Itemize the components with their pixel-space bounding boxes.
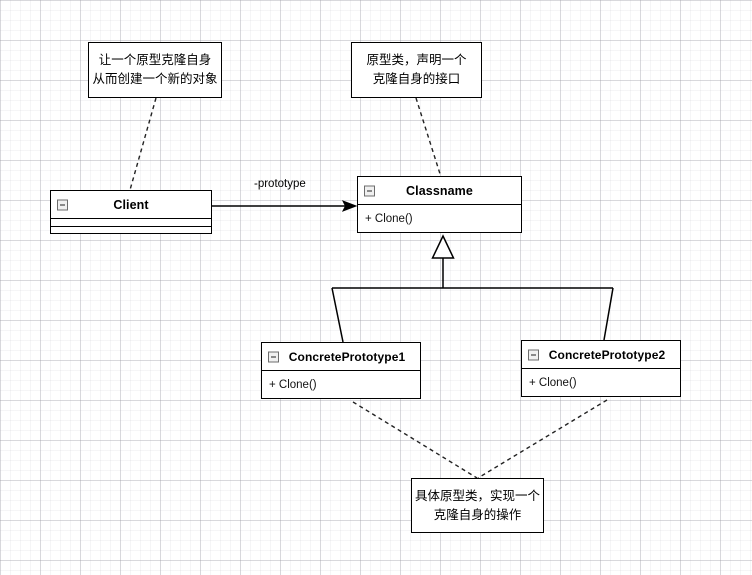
class-box-classname[interactable]: Classname + Clone() — [357, 176, 522, 233]
generalization-branch-right — [603, 287, 614, 341]
note-client-line-1: 让一个原型克隆自身 — [98, 53, 212, 67]
note-concrete-line-1: 具体原型类，实现一个 — [414, 488, 540, 503]
minus-square-icon[interactable] — [528, 349, 539, 360]
minus-square-icon[interactable] — [268, 351, 279, 362]
note-client: 让一个原型克隆自身 从而创建一个新的对象 — [88, 42, 222, 98]
class-operations-concreteprototype1: + Clone() — [269, 378, 317, 391]
class-name-concreteprototype2: ConcretePrototype2 — [548, 347, 666, 362]
class-operations-classname: + Clone() — [365, 212, 413, 225]
generalization-tree — [331, 234, 614, 343]
association-client-classname — [212, 200, 358, 212]
note-link-classname — [415, 97, 442, 178]
class-box-client[interactable]: Client — [50, 190, 212, 234]
note-classname-line-2: 克隆自身的接口 — [372, 72, 461, 86]
note-client-line-2: 从而创建一个新的对象 — [92, 72, 218, 86]
note-link-concrete2 — [477, 399, 608, 479]
generalization-branch-left — [331, 287, 344, 343]
class-header-classname: Classname — [358, 177, 521, 205]
class-box-concreteprototype2[interactable]: ConcretePrototype2 + Clone() — [521, 340, 681, 397]
minus-square-icon[interactable] — [364, 185, 375, 196]
note-link-concrete1 — [352, 401, 478, 479]
class-box-concreteprototype1[interactable]: ConcretePrototype1 + Clone() — [261, 342, 421, 399]
note-classname: 原型类，声明一个 克隆自身的接口 — [351, 42, 482, 98]
class-attributes-client — [51, 219, 211, 226]
class-header-concreteprototype2: ConcretePrototype2 — [522, 341, 680, 369]
class-name-client: Client — [113, 197, 149, 212]
note-concrete-line-2: 克隆自身的操作 — [433, 507, 522, 522]
association-role-label: -prototype — [254, 178, 306, 190]
association-arrowhead-icon — [341, 200, 358, 212]
class-operations-concreteprototype2: + Clone() — [529, 376, 577, 389]
class-name-concreteprototype1: ConcretePrototype1 — [288, 349, 406, 364]
class-name-classname: Classname — [406, 183, 473, 198]
note-link-client — [129, 97, 157, 191]
note-concrete-prototype: 具体原型类，实现一个 克隆自身的操作 — [411, 478, 544, 533]
note-link-layer — [129, 97, 608, 479]
class-header-client: Client — [51, 191, 211, 219]
note-classname-line-1: 原型类，声明一个 — [366, 53, 467, 67]
class-operations-client — [51, 226, 211, 233]
minus-square-icon[interactable] — [57, 199, 68, 210]
inheritance-triangle-icon — [431, 234, 455, 259]
class-header-concreteprototype1: ConcretePrototype1 — [262, 343, 420, 371]
